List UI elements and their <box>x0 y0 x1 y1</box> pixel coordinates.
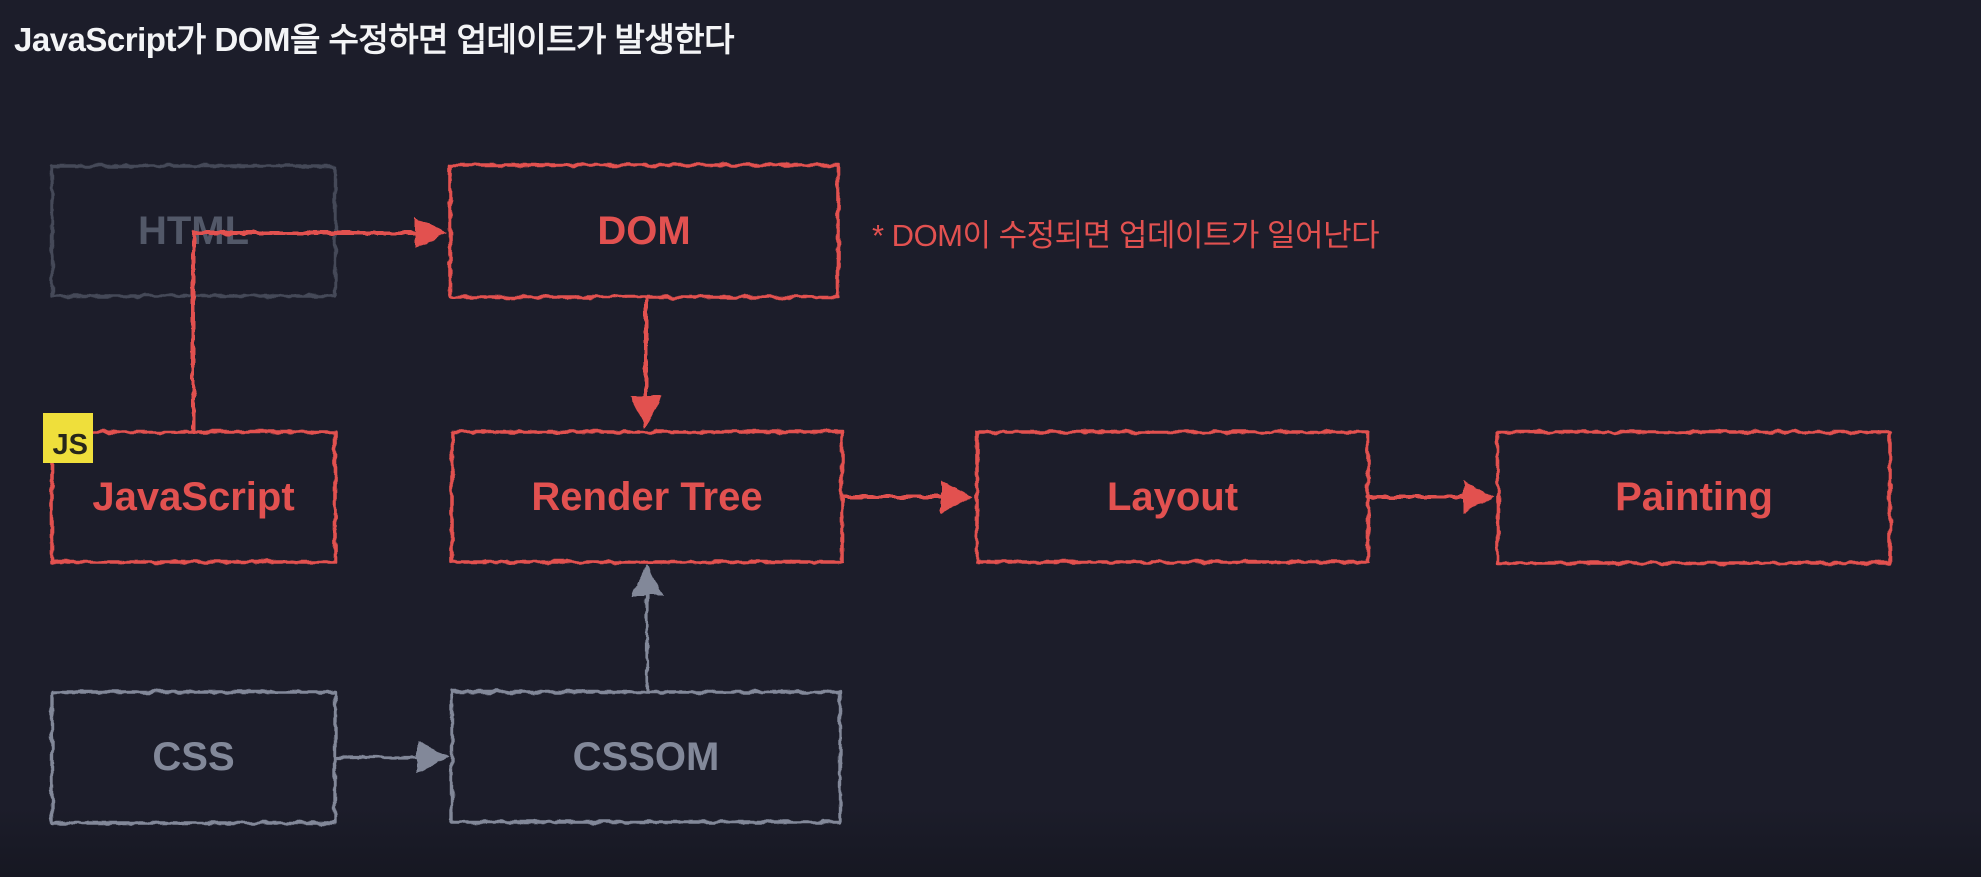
box-label-cssom: CSSOM <box>572 734 720 779</box>
box-label-html: HTML <box>137 208 250 253</box>
box-label-render-tree: Render Tree <box>531 474 763 519</box>
dom-update-note: * DOM이 수정되면 업데이트가 일어난다 <box>872 218 1380 253</box>
box-label-painting: Painting <box>1615 475 1773 519</box>
box-label-css: CSS <box>152 735 235 779</box>
page-title: JavaScript가 DOM을 수정하면 업데이트가 발생한다 <box>14 21 735 58</box>
box-label-dom: DOM <box>597 208 691 253</box>
js-badge-label: JS <box>52 429 88 461</box>
js-badge: JS <box>43 413 93 463</box>
box-label-layout: Layout <box>1106 474 1239 519</box>
box-label-javascript: JavaScript <box>92 474 295 519</box>
